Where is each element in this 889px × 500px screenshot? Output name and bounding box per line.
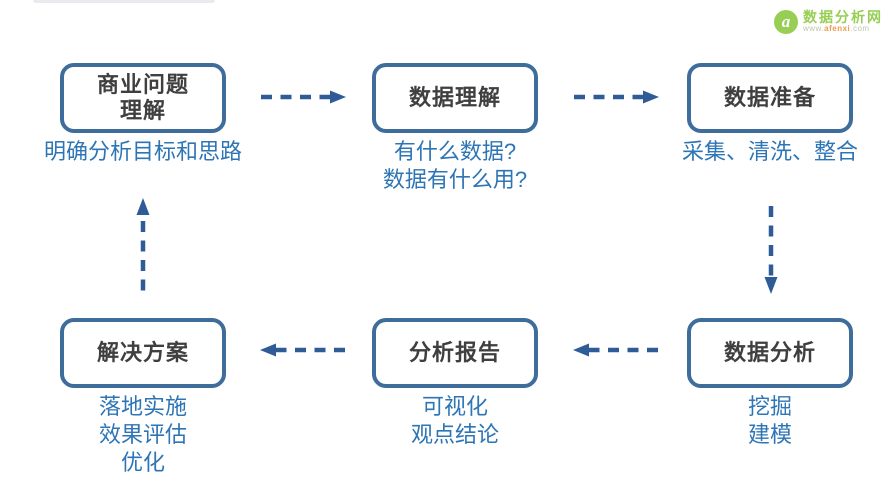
node-title: 商业问题 — [96, 72, 189, 97]
dashed-arrow-down-preparation-to-analysis-icon — [764, 206, 778, 294]
node-title: 分析报告 — [408, 340, 501, 365]
top-edge-artifact — [33, 0, 215, 3]
node-subtitle: 落地实施 效果评估 优化 — [98, 394, 187, 475]
node-title: 理解 — [119, 98, 166, 123]
flow-node-data-analysis: 数据分析 — [687, 318, 853, 388]
node-subtitle: 明确分析目标和思路 — [43, 139, 242, 164]
site-logo: a 数据分析网 www.afenxi.com — [774, 10, 883, 34]
node-subtitle: 有什么数据? 数据有什么用? — [382, 139, 528, 192]
dashed-arrow-left-analysis-to-report-icon — [573, 343, 658, 357]
flow-node-data-preparation: 数据准备 — [687, 63, 853, 133]
flow-node-business-problem: 商业问题 理解 — [60, 63, 226, 133]
node-title: 数据分析 — [723, 340, 816, 365]
logo-site-name: 数据分析网 — [803, 9, 883, 26]
node-subtitle: 挖掘 建模 — [747, 394, 792, 447]
dashed-arrow-right-understanding-to-preparation-icon — [574, 90, 659, 104]
dashed-arrow-up-solution-to-problem-icon — [136, 198, 150, 296]
node-title: 解决方案 — [96, 340, 189, 365]
flow-node-solution: 解决方案 — [60, 318, 226, 388]
logo-leaf-icon: a — [774, 10, 798, 34]
dashed-arrow-right-problem-to-understanding-icon — [261, 90, 346, 104]
flow-node-data-understanding: 数据理解 — [372, 63, 538, 133]
dashed-arrow-left-report-to-solution-icon — [260, 343, 345, 357]
logo-site-url: www.afenxi.com — [803, 24, 870, 34]
node-title: 数据理解 — [408, 85, 501, 110]
node-subtitle: 采集、清洗、整合 — [681, 139, 858, 164]
node-title: 数据准备 — [723, 85, 816, 110]
flow-node-analysis-report: 分析报告 — [372, 318, 538, 388]
node-subtitle: 可视化 观点结论 — [410, 394, 499, 447]
